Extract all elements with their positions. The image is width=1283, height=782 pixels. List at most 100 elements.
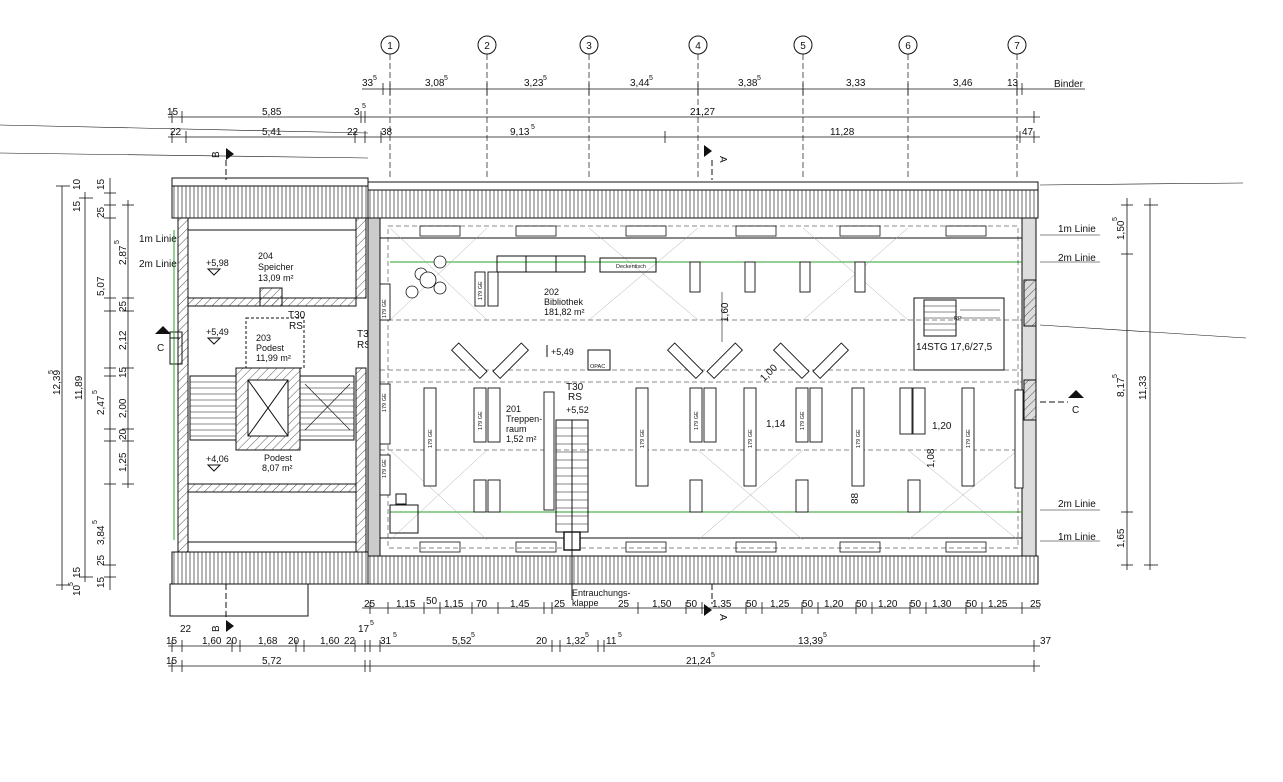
dim-left-outer: 12,39 — [52, 370, 63, 395]
level-mark: +4,06 — [206, 454, 229, 464]
dim-top-1: 5,85 — [262, 107, 282, 118]
svg-text:1,15: 1,15 — [444, 599, 464, 610]
room-number: 203 — [256, 333, 271, 343]
stair-spec: 14STG 17,6/27,5 — [916, 342, 993, 353]
svg-text:5: 5 — [757, 75, 761, 82]
axis-label: 3 — [586, 41, 592, 52]
door-label: T30 — [288, 310, 306, 321]
library-labels: 202 Bibliothek 181,82 m² +5,49 201 Trepp… — [506, 287, 993, 608]
svg-text:15: 15 — [96, 576, 107, 588]
right-dimension-labels: 11,33 8,17 5 1,50 5 1,65 — [1112, 217, 1149, 548]
dim-left-200: 2,00 — [118, 398, 129, 418]
right-dimensions — [1039, 182, 1247, 570]
svg-text:1,68: 1,68 — [258, 636, 278, 647]
dim-top-0: 15 — [167, 107, 179, 118]
svg-text:5,52: 5,52 — [452, 636, 472, 647]
room-area: 13,09 m² — [258, 273, 294, 283]
dim-binder-1: 3,08 — [425, 78, 445, 89]
left-dimensions — [56, 178, 134, 590]
svg-text:5: 5 — [393, 632, 397, 639]
svg-text:5: 5 — [48, 370, 55, 374]
dim-top-4: 22 — [170, 127, 182, 138]
one-m-line-label: 1m Linie — [1058, 224, 1096, 235]
dim-top-8: 9,13 — [510, 127, 530, 138]
svg-text:179 GE: 179 GE — [478, 411, 484, 430]
svg-text:5: 5 — [649, 75, 653, 82]
room-name: Podest — [256, 343, 285, 353]
svg-text:179 GE: 179 GE — [748, 429, 754, 448]
svg-text:179 GE: 179 GE — [382, 393, 388, 412]
door-label: RS — [289, 321, 303, 332]
stairwell-labels: 1m Linie 2m Linie +5,98 204 Speicher 13,… — [139, 234, 375, 473]
svg-text:50: 50 — [802, 599, 814, 610]
svg-text:70: 70 — [476, 599, 488, 610]
svg-text:22: 22 — [180, 624, 192, 635]
svg-text:15: 15 — [96, 178, 107, 190]
room-number: 204 — [258, 251, 273, 261]
stairwell-wing — [169, 177, 369, 617]
svg-text:20: 20 — [118, 428, 129, 440]
room-area: 11,99 m² — [256, 353, 291, 363]
dim-left-384: 3,84 — [96, 525, 107, 545]
axis-label: 4 — [695, 41, 701, 52]
dim-binder-0: 33 — [362, 78, 374, 89]
svg-text:15: 15 — [72, 566, 83, 578]
svg-text:1,25: 1,25 — [988, 599, 1008, 610]
level-mark: +5,49 — [551, 347, 574, 357]
svg-text:50: 50 — [686, 599, 698, 610]
svg-text:1,32: 1,32 — [566, 636, 586, 647]
svg-text:25: 25 — [96, 206, 107, 218]
svg-text:25: 25 — [118, 300, 129, 312]
room-name: Podest — [264, 453, 293, 463]
svg-text:1,50: 1,50 — [652, 599, 672, 610]
svg-text:25: 25 — [364, 599, 376, 610]
dim-inner: 1,00 — [758, 362, 780, 384]
svg-text:50: 50 — [910, 599, 922, 610]
svg-text:5: 5 — [711, 652, 715, 659]
svg-text:1,35: 1,35 — [712, 599, 732, 610]
dim-left-mid: 11,89 — [74, 375, 85, 400]
one-m-line-label: 1m Linie — [1058, 532, 1096, 543]
room-area: 8,07 m² — [262, 463, 293, 473]
level-mark: +5,98 — [206, 258, 229, 268]
dim-left-287: 2,87 — [118, 245, 129, 265]
svg-text:5: 5 — [92, 390, 99, 394]
svg-text:5: 5 — [370, 620, 374, 627]
svg-text:1,15: 1,15 — [396, 599, 416, 610]
dim-inner: 1,14 — [766, 419, 786, 430]
axis-bubble: 7 — [1007, 35, 1027, 55]
room-name: Treppen- — [506, 414, 542, 424]
dim-binder-2: 3,23 — [524, 78, 544, 89]
svg-text:1,20: 1,20 — [878, 599, 898, 610]
dim-top-5: 5,41 — [262, 127, 282, 138]
level-mark: +5,52 — [566, 405, 589, 415]
library-hall: Deckentisch OPAC RP — [367, 181, 1039, 600]
axis-bubble: 1 — [380, 35, 400, 55]
one-m-line-label: 1m Linie — [139, 234, 177, 245]
door-label: RS — [568, 392, 582, 403]
axis-bubble: 5 — [793, 35, 813, 55]
dim-left-507: 5,07 — [96, 276, 107, 296]
svg-text:10: 10 — [72, 178, 83, 190]
svg-text:10: 10 — [72, 584, 83, 596]
desk-label: Deckentisch — [616, 264, 646, 270]
svg-text:50: 50 — [426, 596, 438, 607]
binder-label: Binder — [1054, 79, 1084, 90]
svg-text:5: 5 — [585, 632, 589, 639]
room-name: Bibliothek — [544, 297, 584, 307]
room-number: 201 — [506, 404, 521, 414]
axis-label: 1 — [387, 41, 393, 52]
svg-text:5: 5 — [618, 632, 622, 639]
section-a-label: A — [717, 614, 728, 621]
svg-text:1,30: 1,30 — [932, 599, 952, 610]
svg-text:20: 20 — [288, 636, 300, 647]
svg-text:5: 5 — [543, 75, 547, 82]
dim-top-2: 3 — [354, 107, 360, 118]
room-name: raum — [506, 424, 527, 434]
room-name: Speicher — [258, 262, 294, 272]
svg-text:5: 5 — [373, 75, 377, 82]
axis-label: 6 — [905, 41, 911, 52]
level-triangle — [206, 337, 222, 345]
svg-text:20: 20 — [536, 636, 548, 647]
svg-text:25: 25 — [618, 599, 630, 610]
